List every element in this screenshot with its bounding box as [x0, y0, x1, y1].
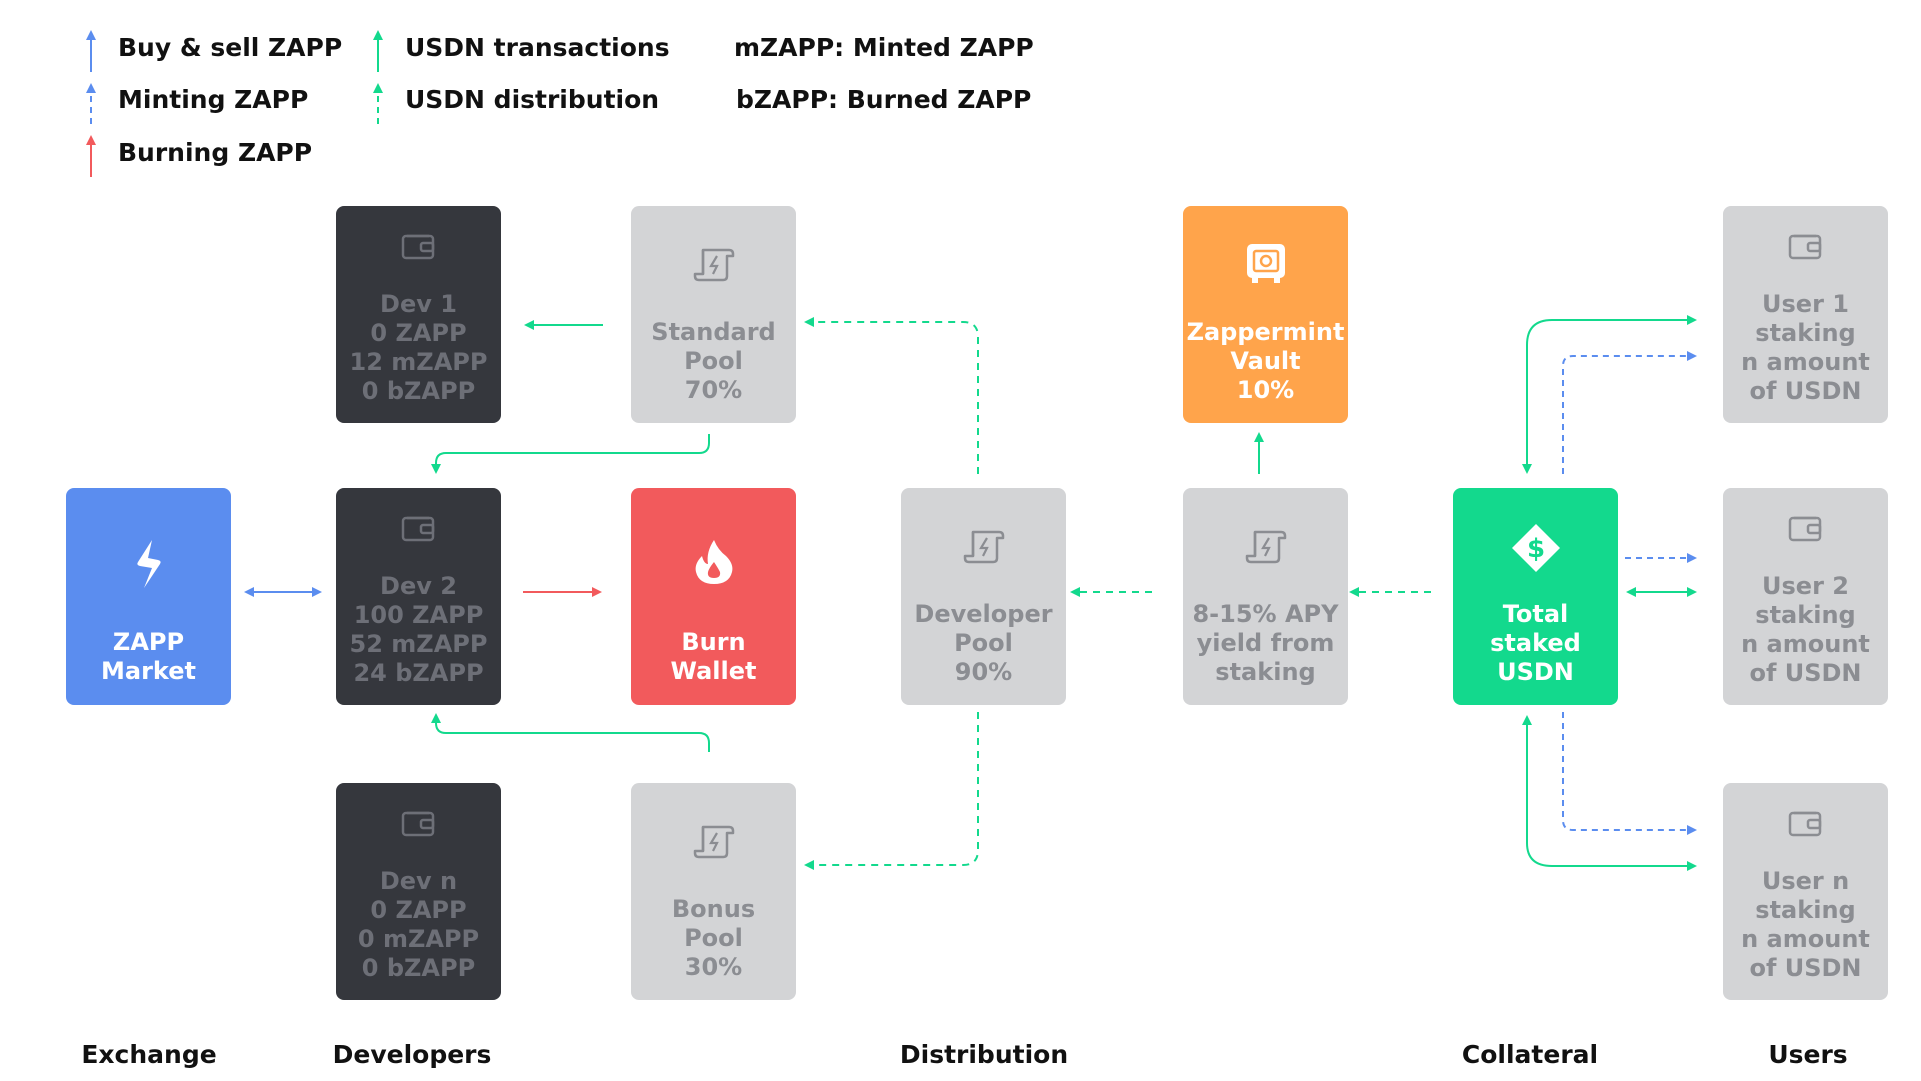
arrow-devpool-standard — [804, 317, 979, 474]
column-label-developers: Developers — [332, 1040, 492, 1069]
dev-n-wallet: Dev n 0 ZAPP 0 mZAPP 0 bZAPP — [336, 783, 501, 1000]
arrow-standard-dev2 — [431, 434, 710, 474]
dev-2-label: Dev 2 100 ZAPP 52 mZAPP 24 bZAPP — [349, 572, 488, 687]
arrow-devpool-bonus — [804, 712, 979, 870]
lightning-icon — [136, 540, 161, 588]
column-label-distribution: Distribution — [899, 1040, 1069, 1069]
zappermint-vault: Zappermint Vault 10% — [1183, 206, 1348, 423]
developer-pool: Developer Pool 90% — [901, 488, 1066, 705]
user-n-label: User n staking n amount of USDN — [1741, 867, 1870, 982]
wallet-icon — [1788, 516, 1821, 542]
legend-buy-sell: Buy & sell ZAPP — [118, 33, 343, 62]
flame-icon — [695, 540, 732, 584]
scroll-dollar-icon — [963, 530, 1004, 564]
legend-mzapp-definition: mZAPP: Minted ZAPP — [734, 33, 1034, 62]
bonus-pool: Bonus Pool 30% — [631, 783, 796, 1000]
arrow-total-user1-mint — [1562, 351, 1697, 474]
wallet-icon — [1788, 811, 1821, 837]
svg-text:$: $ — [1526, 534, 1544, 564]
legend-burning: Burning ZAPP — [118, 138, 313, 167]
column-label-exchange: Exchange — [81, 1040, 217, 1069]
arrow-total-user1 — [1522, 315, 1697, 474]
dev-n-label: Dev n 0 ZAPP 0 mZAPP 0 bZAPP — [357, 867, 480, 982]
scroll-dollar-icon — [693, 825, 734, 859]
user-2-wallet: User 2 staking n amount of USDN — [1723, 488, 1888, 705]
arrow-total-usern-mint — [1562, 712, 1697, 835]
zapp-market: ZAPP Market — [66, 488, 231, 705]
bonus-pool-label: Bonus Pool 30% — [671, 895, 756, 981]
legend-usdn-distribution: USDN distribution — [405, 85, 660, 114]
wallet-icon — [1788, 234, 1821, 260]
dev-2-wallet: Dev 2 100 ZAPP 52 mZAPP 24 bZAPP — [336, 488, 501, 705]
burn-wallet: Burn Wallet — [631, 488, 796, 705]
user-n-wallet: User n staking n amount of USDN — [1723, 783, 1888, 1000]
zappermint-vault-label: Zappermint Vault 10% — [1186, 318, 1345, 404]
wallet-icon — [401, 234, 434, 260]
column-label-users: Users — [1768, 1040, 1848, 1069]
total-staked-usdn: $ Total staked USDN — [1453, 488, 1618, 705]
legend-minting: Minting ZAPP — [118, 85, 309, 114]
zapp-market-label: ZAPP Market — [101, 628, 196, 685]
wallet-icon — [401, 811, 434, 837]
user-2-label: User 2 staking n amount of USDN — [1741, 572, 1870, 687]
developer-pool-label: Developer Pool 90% — [914, 600, 1053, 686]
wallet-icon — [401, 516, 434, 542]
user-1-wallet: User 1 staking n amount of USDN — [1723, 206, 1888, 423]
column-label-collateral: Collateral — [1461, 1040, 1599, 1069]
dev-1-wallet: Dev 1 0 ZAPP 12 mZAPP 0 bZAPP — [336, 206, 501, 423]
user-1-label: User 1 staking n amount of USDN — [1741, 290, 1870, 405]
arrow-total-usern — [1522, 715, 1697, 871]
arrow-bonus-dev2 — [431, 713, 710, 752]
standard-pool: Standard Pool 70% — [631, 206, 796, 423]
standard-pool-label: Standard Pool 70% — [651, 318, 776, 404]
legend-bzapp-definition: bZAPP: Burned ZAPP — [736, 85, 1032, 114]
burn-wallet-label: Burn Wallet — [670, 628, 757, 685]
safe-icon — [1246, 244, 1285, 283]
scroll-dollar-icon — [693, 248, 734, 282]
apy-yield-label: 8-15% APY yield from staking — [1192, 600, 1339, 686]
legend-usdn-transactions: USDN transactions — [405, 33, 670, 62]
dev-1-label: Dev 1 0 ZAPP 12 mZAPP 0 bZAPP — [349, 290, 488, 405]
scroll-dollar-icon — [1245, 530, 1286, 564]
apy-yield: 8-15% APY yield from staking — [1183, 488, 1348, 705]
total-staked-usdn-label: Total staked USDN — [1490, 600, 1581, 686]
dollar-diamond-icon: $ — [1511, 524, 1560, 572]
